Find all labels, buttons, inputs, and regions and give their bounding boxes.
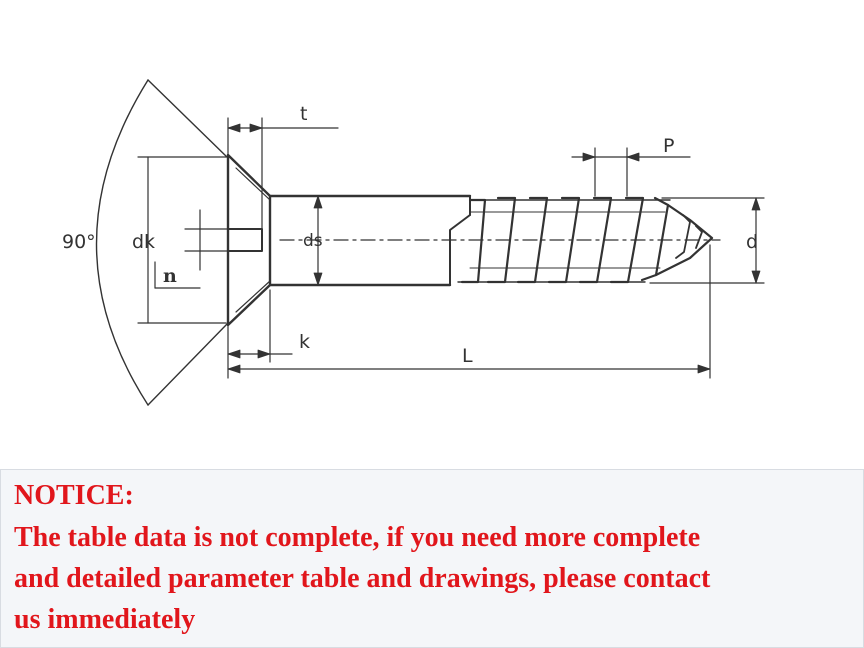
thread-root-line [449,214,471,286]
tip-thread [675,214,703,259]
d-arrows [751,197,761,284]
notice-panel: NOTICE: The table data is not complete, … [0,469,864,648]
angle-arc [95,79,149,406]
L-label: L [462,345,473,367]
L-arrows [227,364,711,374]
notice-title: NOTICE: [14,480,134,511]
t-arrow [227,123,263,133]
angle-label: 90° [62,231,96,253]
head-taper-bottom [235,280,271,313]
screw-drawing-svg: 90° dk n t ds k L P d [62,79,765,406]
slot [227,228,263,252]
notice-line-2: and detailed parameter table and drawing… [14,563,711,594]
notice-line-3: us immediately [14,604,196,635]
k-arrow [227,349,271,359]
P-arrows [582,152,640,162]
ds-arrows [313,195,323,286]
angle-line-top [147,79,229,159]
notice-line-1: The table data is not complete, if you n… [14,522,701,553]
screw-technical-drawing: 90° dk n t ds k L P d [62,79,765,406]
k-label: k [299,331,310,353]
n-label: n [163,265,177,287]
shank [268,194,472,287]
head-taper-top [235,167,271,201]
angle-line-bottom [147,322,229,406]
d-label: d [746,231,758,253]
t-label: t [300,103,307,125]
threads [457,196,671,284]
dk-label: dk [132,231,155,253]
P-label: P [663,135,674,157]
ds-label: ds [303,231,323,251]
